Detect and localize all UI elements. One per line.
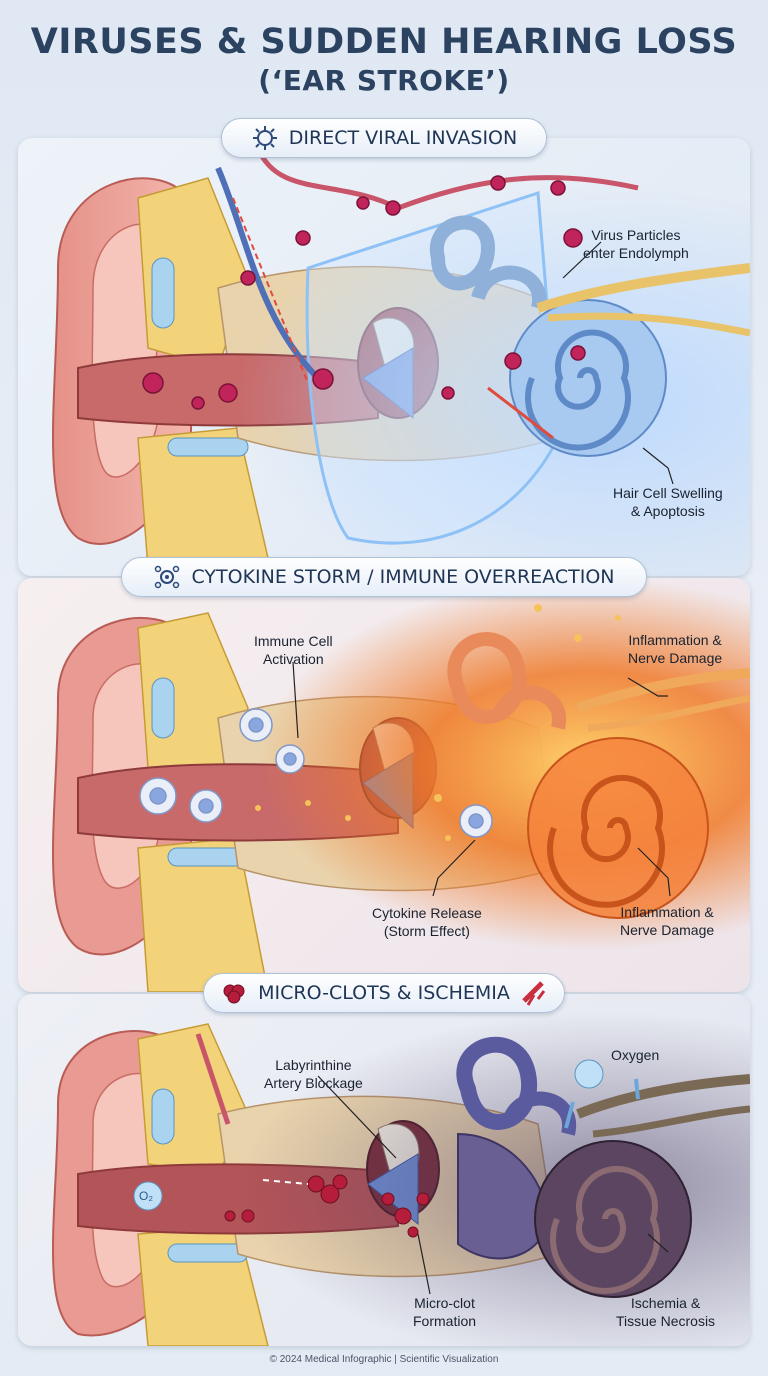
heading-cytokine-storm: CYTOKINE STORM / IMMUNE OVERREACTION	[121, 557, 647, 597]
label-inflammation-nerve-damage-bottom: Inflammation & Nerve Damage	[620, 904, 715, 938]
virus-icon	[252, 126, 277, 150]
label-micro-clot-formation: Micro-clot Formation	[413, 1295, 477, 1329]
heading-text: MICRO-CLOTS & ISCHEMIA	[258, 982, 510, 1004]
label-oxygen: Oxygen	[611, 1047, 660, 1063]
label-ischemia-tissue-necrosis: Ischemia & Tissue Necrosis	[616, 1295, 716, 1329]
heading-direct-viral-invasion: DIRECT VIRAL INVASION	[221, 118, 547, 158]
immune-cell-icon	[155, 565, 180, 589]
direct-viral-invasion-panel	[18, 138, 750, 576]
label-cytokine-release: Cytokine Release (Storm Effect)	[372, 905, 482, 939]
micro-clots-ischemia-panel	[18, 994, 750, 1346]
label-virus-particles: Virus Particles enter Endolymph	[583, 227, 689, 261]
blood-clot-icon	[223, 984, 245, 1004]
page-title: VIRUSES & SUDDEN HEARING LOSS	[30, 22, 738, 62]
cytokine-storm-panel	[18, 578, 750, 992]
ear-anatomy-illustration-viral	[18, 138, 750, 576]
label-hair-cell-swelling: Hair Cell Swelling & Apoptosis	[613, 485, 723, 519]
label-labyrinthine-artery-blockage: Labyrinthine Artery Blockage	[264, 1057, 363, 1091]
heading-micro-clots-ischemia: MICRO-CLOTS & ISCHEMIA	[203, 973, 565, 1013]
o2-molecule-label: O₂	[139, 1189, 153, 1203]
heading-text: CYTOKINE STORM / IMMUNE OVERREACTION	[191, 566, 615, 588]
label-inflammation-nerve-damage-top: Inflammation & Nerve Damage	[628, 632, 723, 666]
footer-credit: © 2024 Medical Infographic | Scientific …	[269, 1354, 499, 1365]
ear-anatomy-illustration-ischemia	[18, 994, 750, 1346]
label-immune-cell-activation: Immune Cell Activation	[254, 633, 333, 667]
heading-text: DIRECT VIRAL INVASION	[288, 127, 518, 149]
ear-anatomy-illustration-cytokine	[18, 578, 750, 992]
page-subtitle: (‘EAR STROKE’)	[258, 64, 510, 97]
artery-blockage-icon	[522, 981, 546, 1006]
